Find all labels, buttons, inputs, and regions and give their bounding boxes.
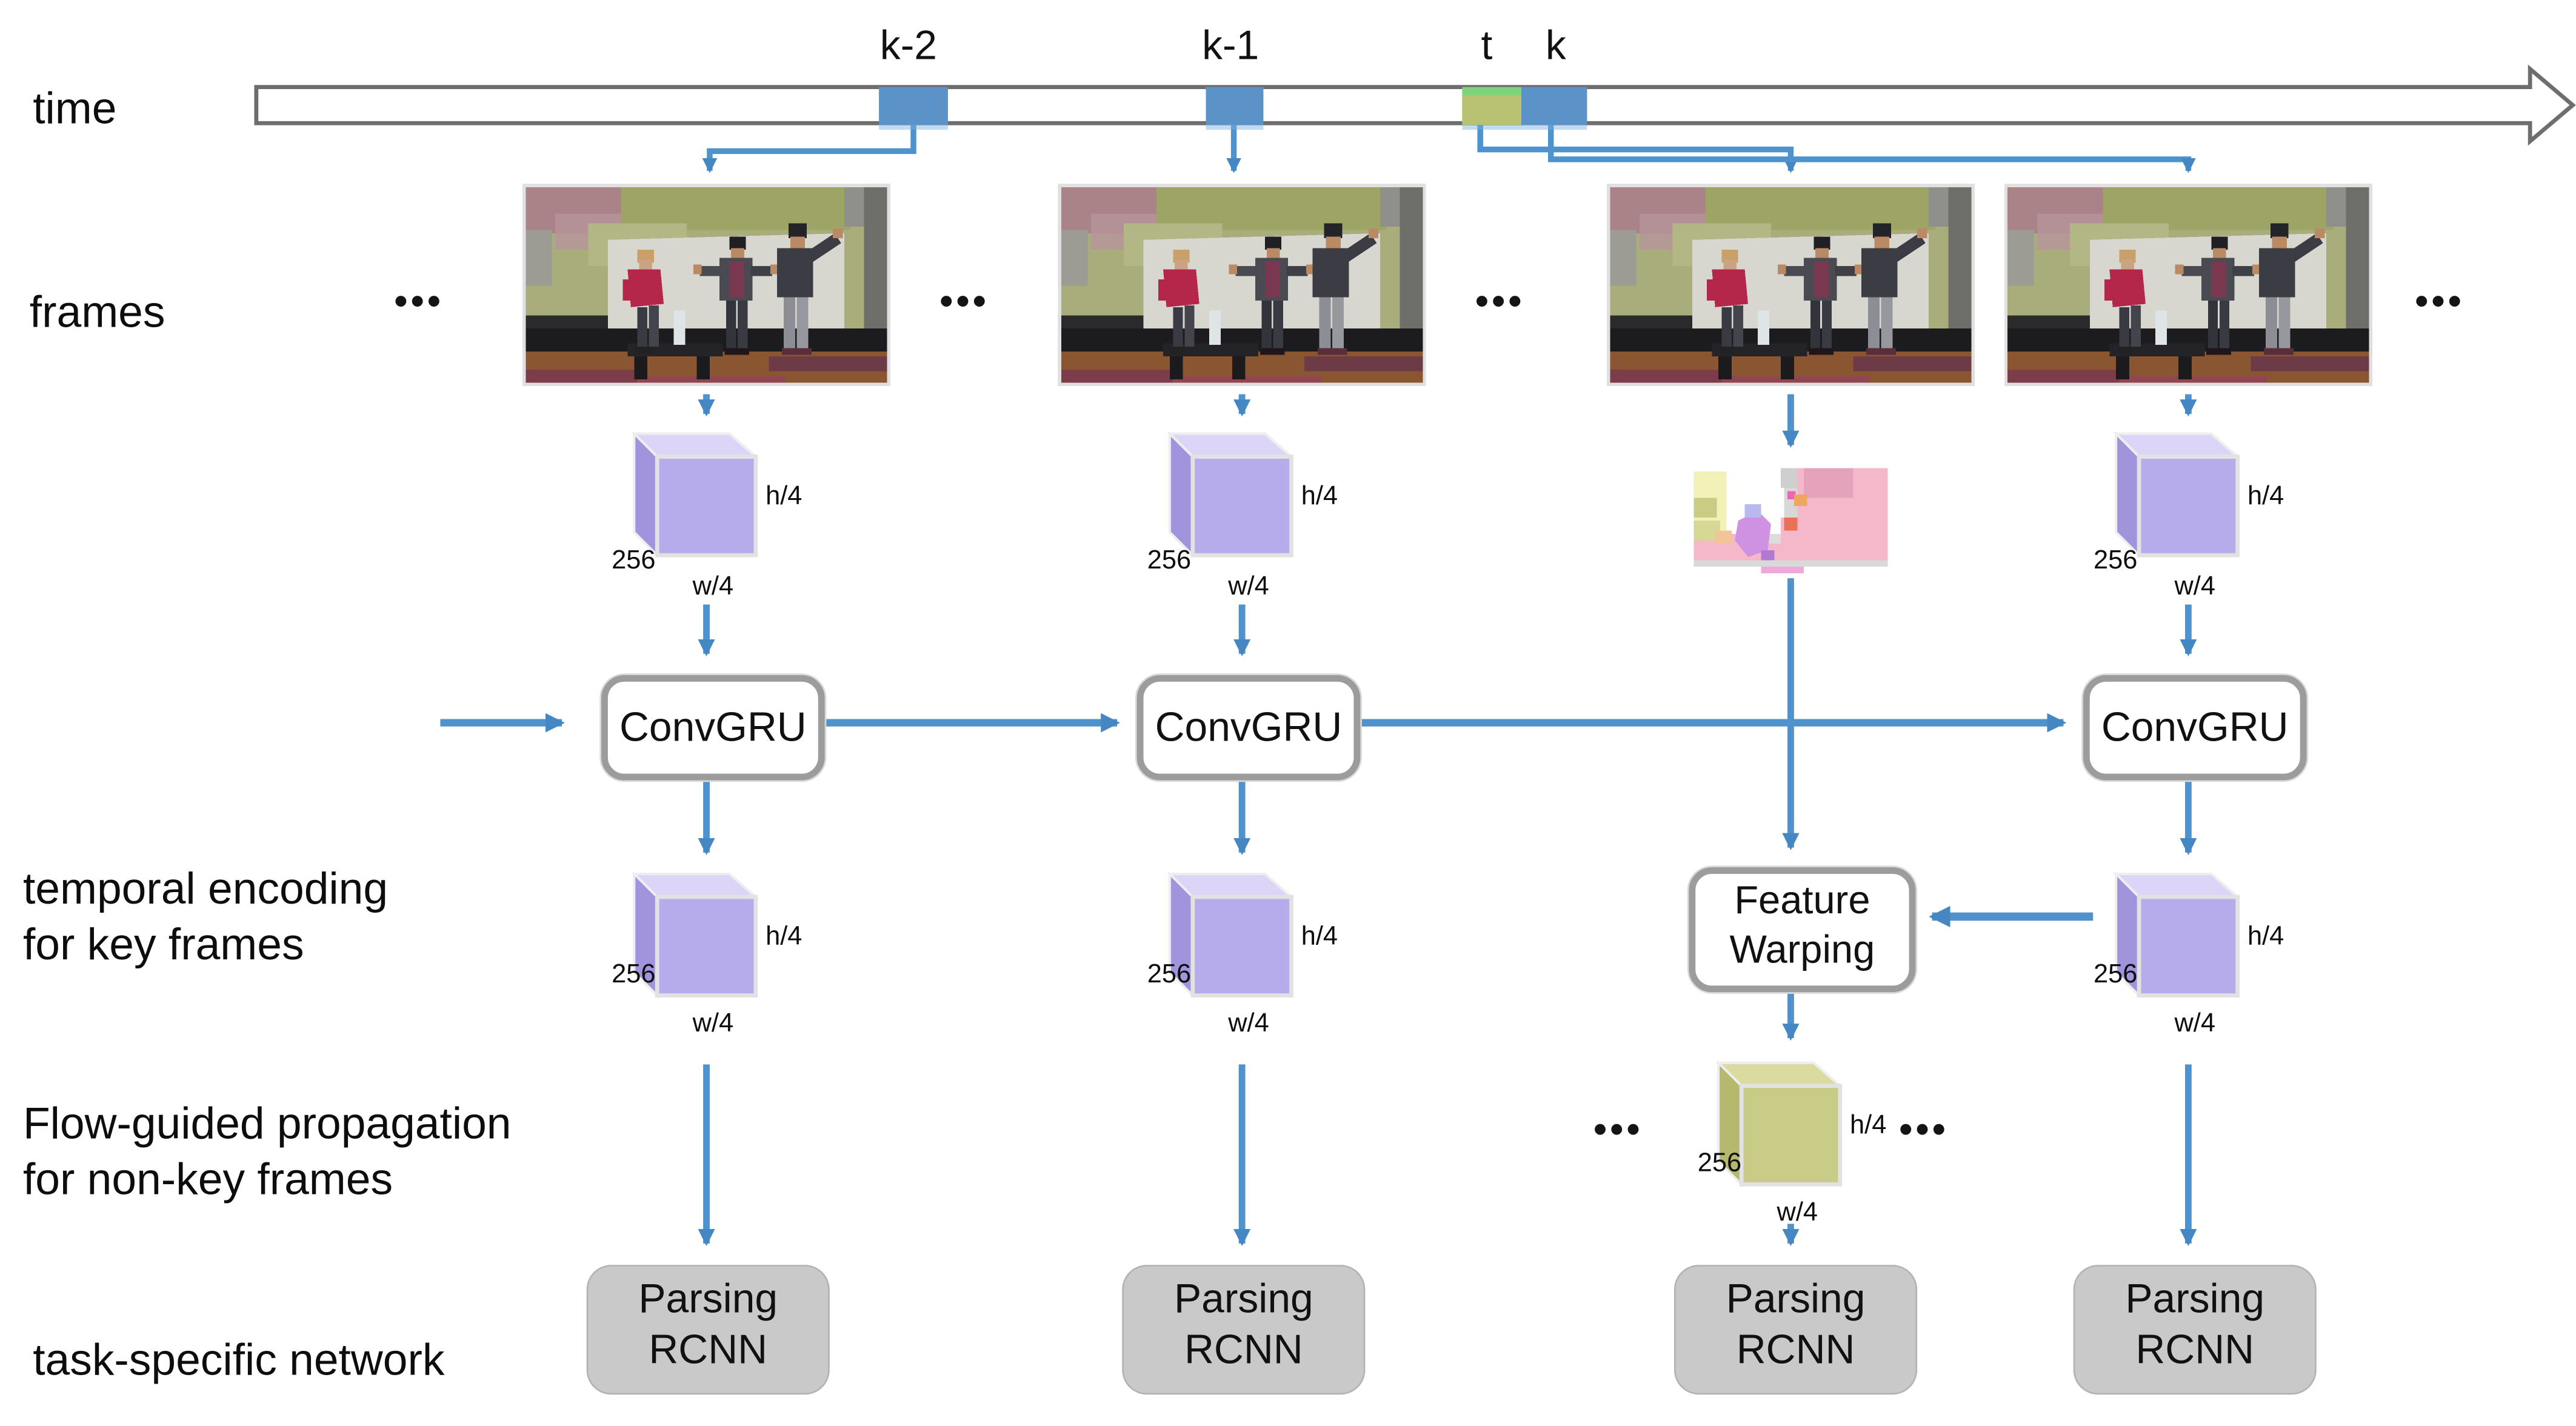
feature-warping-line1: Feature [1734,879,1870,924]
temporal-encoding-line2: for key frames [22,919,304,970]
cube2-height-label: h/4 [1301,482,1338,511]
flow-guided-line2: for non-key frames [22,1154,393,1204]
warped-cube-height-label: h/4 [1850,1112,1887,1141]
timeline-arrow-bar [254,64,2576,146]
parsing-rcnn-box-4: Parsing RCNN [2073,1265,2317,1395]
arrow-tick-k2-to-frame1 [702,124,916,173]
encoded-cube1-width-label: w/4 [692,1010,734,1039]
convgru-box-2: ConvGRU [1136,675,1361,781]
ellipsis-frames-mid2: ••• [1475,279,1525,322]
parsing-rcnn-box-2: Parsing RCNN [1122,1265,1366,1395]
encoded-cube4-width-label: w/4 [2174,1010,2215,1039]
cube1-height-label: h/4 [766,482,802,511]
flow-field-image [1689,461,1893,577]
encoded-cube1-depth-label: 256 [612,961,656,989]
parsing2-line2: RCNN [1184,1327,1303,1373]
timeline-marker-k2 [879,87,948,125]
parsing-rcnn-box-1: Parsing RCNN [586,1265,830,1395]
encoded-cube4-depth-label: 256 [2093,961,2138,989]
ellipsis-frames-left: ••• [394,279,444,322]
convgru-1-label: ConvGRU [619,704,807,750]
row-label-frames: frames [29,287,165,337]
encoded-cube1-height-label: h/4 [766,923,802,951]
cube2-width-label: w/4 [1228,573,1269,602]
warped-cube-width-label: w/4 [1777,1199,1818,1227]
ellipsis-frames-mid1: ••• [939,279,990,322]
encoded-cube4-height-label: h/4 [2247,923,2284,951]
row-label-temporal-encoding: temporal encoding for key frames [23,861,388,972]
parsing1-line1: Parsing [638,1276,778,1322]
cube1-width-label: w/4 [692,573,734,602]
arrow-tick-k-to-frame4 [1547,124,2196,173]
parsing3-line2: RCNN [1736,1327,1855,1373]
row-label-task-specific: task-specific network [33,1335,445,1385]
encoded-cube2-height-label: h/4 [1301,923,1338,951]
timeline-marker-t [1462,87,1521,125]
convgru-3-label: ConvGRU [2101,704,2289,750]
warped-cube-depth-label: 256 [1697,1150,1742,1178]
tick-label-k2: k-2 [879,22,937,69]
convgru-2-label: ConvGRU [1155,704,1343,750]
cube1-depth-label: 256 [612,547,656,575]
encoded-cube2-width-label: w/4 [1228,1010,1269,1039]
convgru-box-1: ConvGRU [601,675,825,781]
row-label-flow-guided: Flow-guided propagation for non-key fram… [23,1096,512,1207]
cube4-depth-label: 256 [2093,547,2138,575]
parsing2-line1: Parsing [1173,1276,1313,1322]
parsing3-line1: Parsing [1726,1276,1866,1322]
tick-label-k1: k-1 [1202,22,1260,69]
ellipsis-warped-right: ••• [1899,1107,1949,1150]
cube4-height-label: h/4 [2247,482,2284,511]
ellipsis-warped-left: ••• [1593,1107,1643,1150]
parsing1-line2: RCNN [649,1327,768,1373]
arrow-tick-t-to-frame3 [1477,124,1798,173]
timeline-marker-k [1521,87,1587,125]
parsing-rcnn-box-3: Parsing RCNN [1673,1265,1918,1395]
cube4-width-label: w/4 [2174,573,2215,602]
encoded-cube2-depth-label: 256 [1147,961,1192,989]
cube2-depth-label: 256 [1147,547,1192,575]
tick-label-t: t [1481,22,1493,69]
convgru-box-3: ConvGRU [2083,675,2307,781]
feature-warping-line2: Warping [1729,928,1875,973]
feature-warping-box: Feature Warping [1689,867,1916,993]
parsing4-line1: Parsing [2125,1276,2265,1322]
parsing4-line2: RCNN [2135,1327,2255,1373]
temporal-encoding-line1: temporal encoding [22,864,389,914]
timeline-marker-k1 [1206,87,1264,125]
ellipsis-frames-right: ••• [2415,279,2465,322]
row-label-time: time [33,84,117,133]
flow-guided-line1: Flow-guided propagation [22,1099,512,1148]
tick-label-k: k [1545,22,1566,69]
